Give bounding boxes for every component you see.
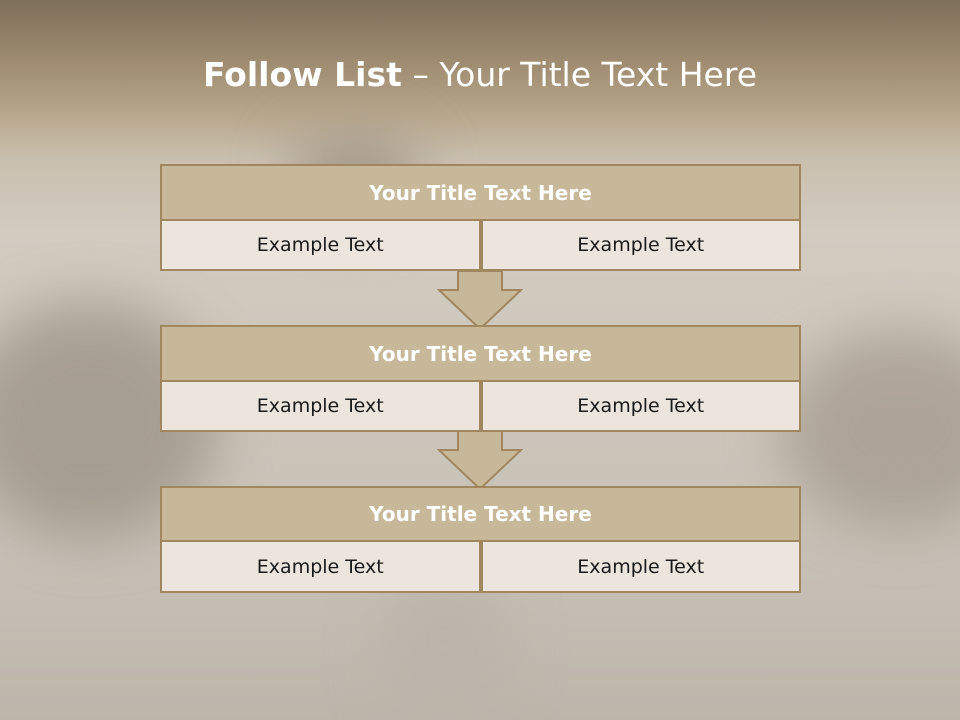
down-arrow-icon xyxy=(437,270,523,331)
row-cell-right: Example Text xyxy=(480,542,801,593)
row-cell-left: Example Text xyxy=(160,221,481,271)
row-cell-left: Example Text xyxy=(160,542,481,593)
row-cells: Example Text Example Text xyxy=(160,542,801,593)
row-cells: Example Text Example Text xyxy=(160,382,801,432)
list-row: Your Title Text Here Example Text Exampl… xyxy=(160,164,801,271)
down-arrow-icon xyxy=(437,430,523,491)
row-cells: Example Text Example Text xyxy=(160,221,801,271)
row-header: Your Title Text Here xyxy=(160,325,801,382)
row-cell-right: Example Text xyxy=(480,382,801,432)
title-rest: Your Title Text Here xyxy=(439,55,758,94)
slide-title: Follow List – Your Title Text Here xyxy=(0,55,960,94)
audience-blur-right xyxy=(780,330,960,530)
row-header: Your Title Text Here xyxy=(160,164,801,221)
list-row: Your Title Text Here Example Text Exampl… xyxy=(160,486,801,593)
row-cell-left: Example Text xyxy=(160,382,481,432)
title-bold: Follow List xyxy=(202,55,402,94)
row-cell-right: Example Text xyxy=(480,221,801,271)
title-separator: – xyxy=(401,55,440,94)
row-header: Your Title Text Here xyxy=(160,486,801,542)
list-row: Your Title Text Here Example Text Exampl… xyxy=(160,325,801,432)
